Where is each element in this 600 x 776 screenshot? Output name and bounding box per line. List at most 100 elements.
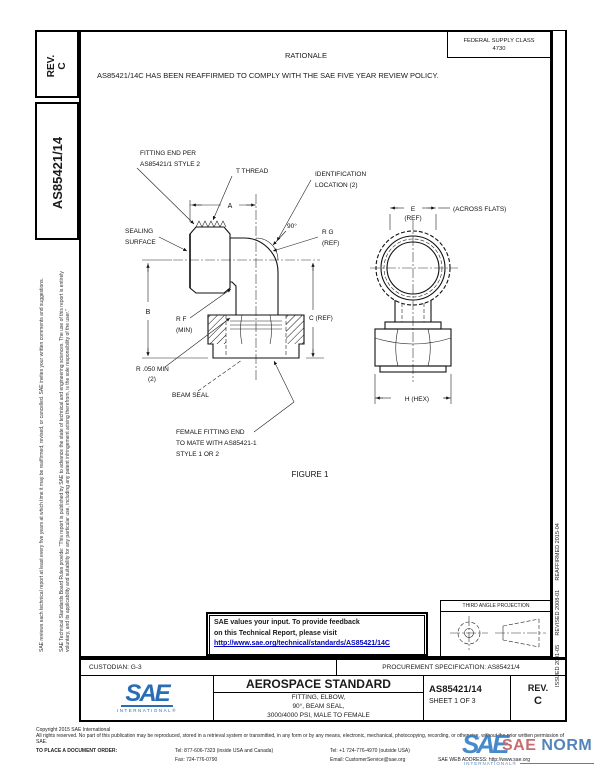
e-label-2: (REF) (404, 215, 421, 222)
male-nut-section (189, 226, 231, 294)
dim-rg: R G (REF) (272, 229, 339, 252)
callouts: FITTING END PER AS85421/1 STYLE 2 T THRE… (125, 150, 366, 458)
fitting-end-label-2: AS85421/1 STYLE 2 (140, 161, 200, 168)
document-title-cell: AEROSPACE STANDARD FITTING, ELBOW, 90°, … (214, 676, 424, 720)
thread-label: T THREAD (236, 168, 269, 175)
feedback-box: SAE values your input. To provide feedba… (206, 612, 428, 657)
title-line3: 3000/4000 PSI, MALE TO FEMALE (267, 712, 370, 719)
ident-label-1: IDENTIFICATION (315, 171, 366, 178)
female-nut-hatch-right (286, 315, 304, 344)
tel-inside-usa: Tel: 877-606-7323 (inside USA and Canada… (175, 748, 274, 754)
centerlines (173, 194, 458, 382)
rights-text: All rights reserved. No part of this pub… (36, 733, 565, 745)
dim-c: C (REF) (306, 263, 333, 359)
dim-a: A (189, 200, 256, 222)
rev-box: REV.C (35, 30, 79, 98)
rev-label: REV. (46, 54, 57, 78)
beam-seal-label: BEAM SEAL (172, 392, 209, 399)
rationale-title: RATIONALE (285, 51, 327, 60)
projection-symbol (450, 616, 546, 650)
rev-cell-label: REV. (527, 683, 549, 693)
sae-logo: SAE INTERNATIONAL® (81, 676, 214, 720)
federal-supply-class-box: FEDERAL SUPPLY CLASS 4730 (447, 32, 550, 58)
fsc-line2: 4730 (492, 46, 506, 52)
elbow-outer-profile (230, 237, 279, 315)
female-end-label-1: FEMALE FITTING END (176, 429, 245, 436)
c-ref-label: C (REF) (309, 315, 333, 322)
sae-logo-subtext: INTERNATIONAL® (117, 708, 177, 713)
elbow-inner-profile (230, 281, 237, 315)
fitting-end-label-1: FITTING END PER (140, 150, 196, 157)
dim-e: E (REF) (ACROSS FLATS) (389, 206, 506, 230)
rg-label-2: (REF) (322, 240, 339, 247)
sealing-label-1: SEALING (125, 228, 153, 235)
revision-history-column: ISSUED 2001-05 REVISED 2008-01 REAFFIRME… (552, 30, 567, 687)
watermark-rule (520, 763, 594, 764)
dim-b: B (142, 259, 208, 359)
sheet-number: SHEET 1 OF 3 (429, 698, 476, 705)
female-end-label-2: TO MATE WITH AS85421-1 (176, 440, 257, 447)
sae-logo-text: SAE (121, 682, 173, 707)
dim-90: 90° (255, 222, 297, 261)
doc-number-vertical: AS85421/14 (50, 136, 65, 210)
feedback-url-link[interactable]: http://www.sae.org/technical/standards/A… (214, 640, 390, 647)
rev-box-text: REV.C (46, 34, 68, 98)
thread-serrations (195, 220, 227, 228)
female-thread-lines (230, 320, 282, 330)
copyright-line: Copyright 2015 SAE International (36, 727, 111, 733)
watermark-text: SAE NORM (502, 737, 592, 755)
procurement-spec-cell: PROCUREMENT SPECIFICATION: AS85421/4 (382, 664, 520, 671)
side-base (379, 365, 447, 373)
rev-value: C (57, 62, 68, 70)
custodian-cell: CUSTODIAN: G-3 (81, 660, 337, 675)
rationale-text: AS85421/14C HAS BEEN REAFFIRMED TO COMPL… (97, 71, 439, 80)
rf-label-1: R F (176, 316, 187, 323)
r050-label-2: (2) (148, 376, 156, 383)
title-line1: FITTING, ELBOW, (291, 694, 346, 701)
disclaimer-text-2: SAE reviews each technical report at lea… (39, 278, 45, 652)
title-line2: 90°, BEAM SEAL, (292, 703, 345, 710)
female-nut-facets (240, 314, 272, 345)
across-flats-label: (ACROSS FLATS) (453, 206, 506, 213)
feedback-line2: on this Technical Report, please visit (214, 629, 337, 637)
rg-label-1: R G (322, 229, 334, 236)
figure-1-drawing: A 90° R G (REF) B C (REF) (125, 150, 506, 479)
watermark-sae-glyph: SAE (462, 729, 510, 759)
standard-type: AEROSPACE STANDARD (214, 676, 423, 693)
doc-number-cell: AS85421/14 SHEET 1 OF 3 (424, 676, 511, 720)
title-block: CUSTODIAN: G-3 PROCUREMENT SPECIFICATION… (79, 658, 567, 722)
disclaimer-text-1: SAE Technical Standards Board Rules prov… (59, 271, 72, 652)
ident-label-2: LOCATION (2) (315, 182, 358, 189)
female-nut-hatch-left (208, 315, 226, 344)
doc-number-box: AS85421/14 (35, 102, 79, 240)
sidebar-disclaimer-2: SAE reviews each technical report at lea… (39, 250, 57, 652)
order-label: TO PLACE A DOCUMENT ORDER: (36, 748, 118, 754)
third-angle-projection-box: THIRD ANGLE PROJECTION (440, 600, 552, 658)
rev-cell-value: C (534, 695, 542, 707)
e-label-1: E (411, 206, 416, 213)
fsc-line1: FEDERAL SUPPLY CLASS (463, 38, 535, 44)
watermark-part2: NORM (536, 737, 593, 754)
side-view (374, 230, 452, 373)
watermark-subtext: INTERNATIONAL® (464, 761, 517, 766)
projection-label: THIRD ANGLE PROJECTION (441, 601, 551, 612)
figure-caption: FIGURE 1 (292, 470, 329, 479)
email-address: Email: CustomerService@sae.org (330, 757, 406, 763)
feedback-line1: SAE values your input. To provide feedba… (214, 619, 360, 626)
dim-a-label: A (228, 203, 233, 210)
r050-label-1: R .050 MIN (136, 366, 169, 373)
sae-norm-watermark: SAE SAE NORM INTERNATIONAL® (462, 731, 598, 775)
drawing-frame (79, 30, 552, 658)
sidebar-disclaimer-1: SAE Technical Standards Board Rules prov… (59, 250, 77, 652)
web-address: SAE WEB ADDRESS: http://www.sae.org (438, 757, 530, 763)
main-elbow-view (189, 220, 305, 359)
dim-b-label: B (146, 309, 151, 316)
female-end-label-3: STYLE 1 OR 2 (176, 451, 219, 458)
tel-outside-usa: Tel: +1 724-776-4970 (outside USA) (330, 748, 410, 754)
watermark-part1: SAE (502, 737, 537, 754)
rev-cell: REV. C (511, 676, 565, 720)
fax-number: Fax: 724-776-0790 (175, 757, 218, 763)
h-hex-label: H (HEX) (405, 396, 429, 403)
revision-history-text: ISSUED 2001-05 REVISED 2008-01 REAFFIRME… (555, 523, 561, 687)
doc-number: AS85421/14 (429, 684, 482, 695)
